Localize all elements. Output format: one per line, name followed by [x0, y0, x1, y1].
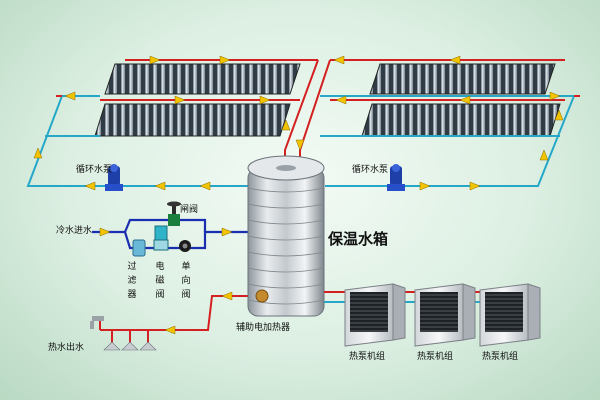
- gate-valve-label: 闸阀: [180, 205, 199, 215]
- cold-inlet-label: 冷水进水: [56, 226, 93, 236]
- hot-outlet-label: 热水出水: [48, 343, 85, 353]
- solar-collector-icon: [94, 63, 301, 137]
- heat-pump-unit-icon: [479, 283, 541, 347]
- pump-right-label: 循环水泵: [352, 165, 389, 175]
- circulation-pump-icon: [105, 164, 123, 191]
- check-valve-label: 单向阀: [181, 262, 191, 300]
- filter-icon: [132, 239, 146, 257]
- flow-arrow-icon: [99, 227, 233, 237]
- tank-label: 保温水箱: [328, 230, 389, 248]
- solenoid-valve-icon: [153, 225, 169, 251]
- insulated-water-tank: [247, 155, 325, 317]
- gate-valve-icon: [167, 201, 181, 226]
- collector-cold-pipes: [26, 95, 576, 187]
- circulation-pump-icon: [387, 164, 405, 191]
- heat-pump-unit-icon: [414, 283, 476, 347]
- aux-heater-label: 辅助电加热器: [236, 323, 291, 333]
- flow-arrow-icon: [164, 291, 233, 335]
- check-valve-icon: [179, 240, 191, 252]
- shower-head-icon: [103, 341, 157, 351]
- flow-arrow-icon: [33, 55, 564, 191]
- filter-label: 过滤器: [127, 262, 137, 300]
- hot-outlet-pipe: [99, 295, 248, 344]
- faucet-icon: [90, 316, 104, 329]
- heat-pump-3-label: 热泵机组: [482, 352, 519, 362]
- heat-pump-unit-icon: [344, 283, 406, 347]
- heat-pump-2-label: 热泵机组: [417, 352, 454, 362]
- heat-pump-1-label: 热泵机组: [349, 352, 386, 362]
- solenoid-valve-label: 电磁阀: [155, 262, 165, 300]
- pump-left-label: 循环水泵: [76, 165, 113, 175]
